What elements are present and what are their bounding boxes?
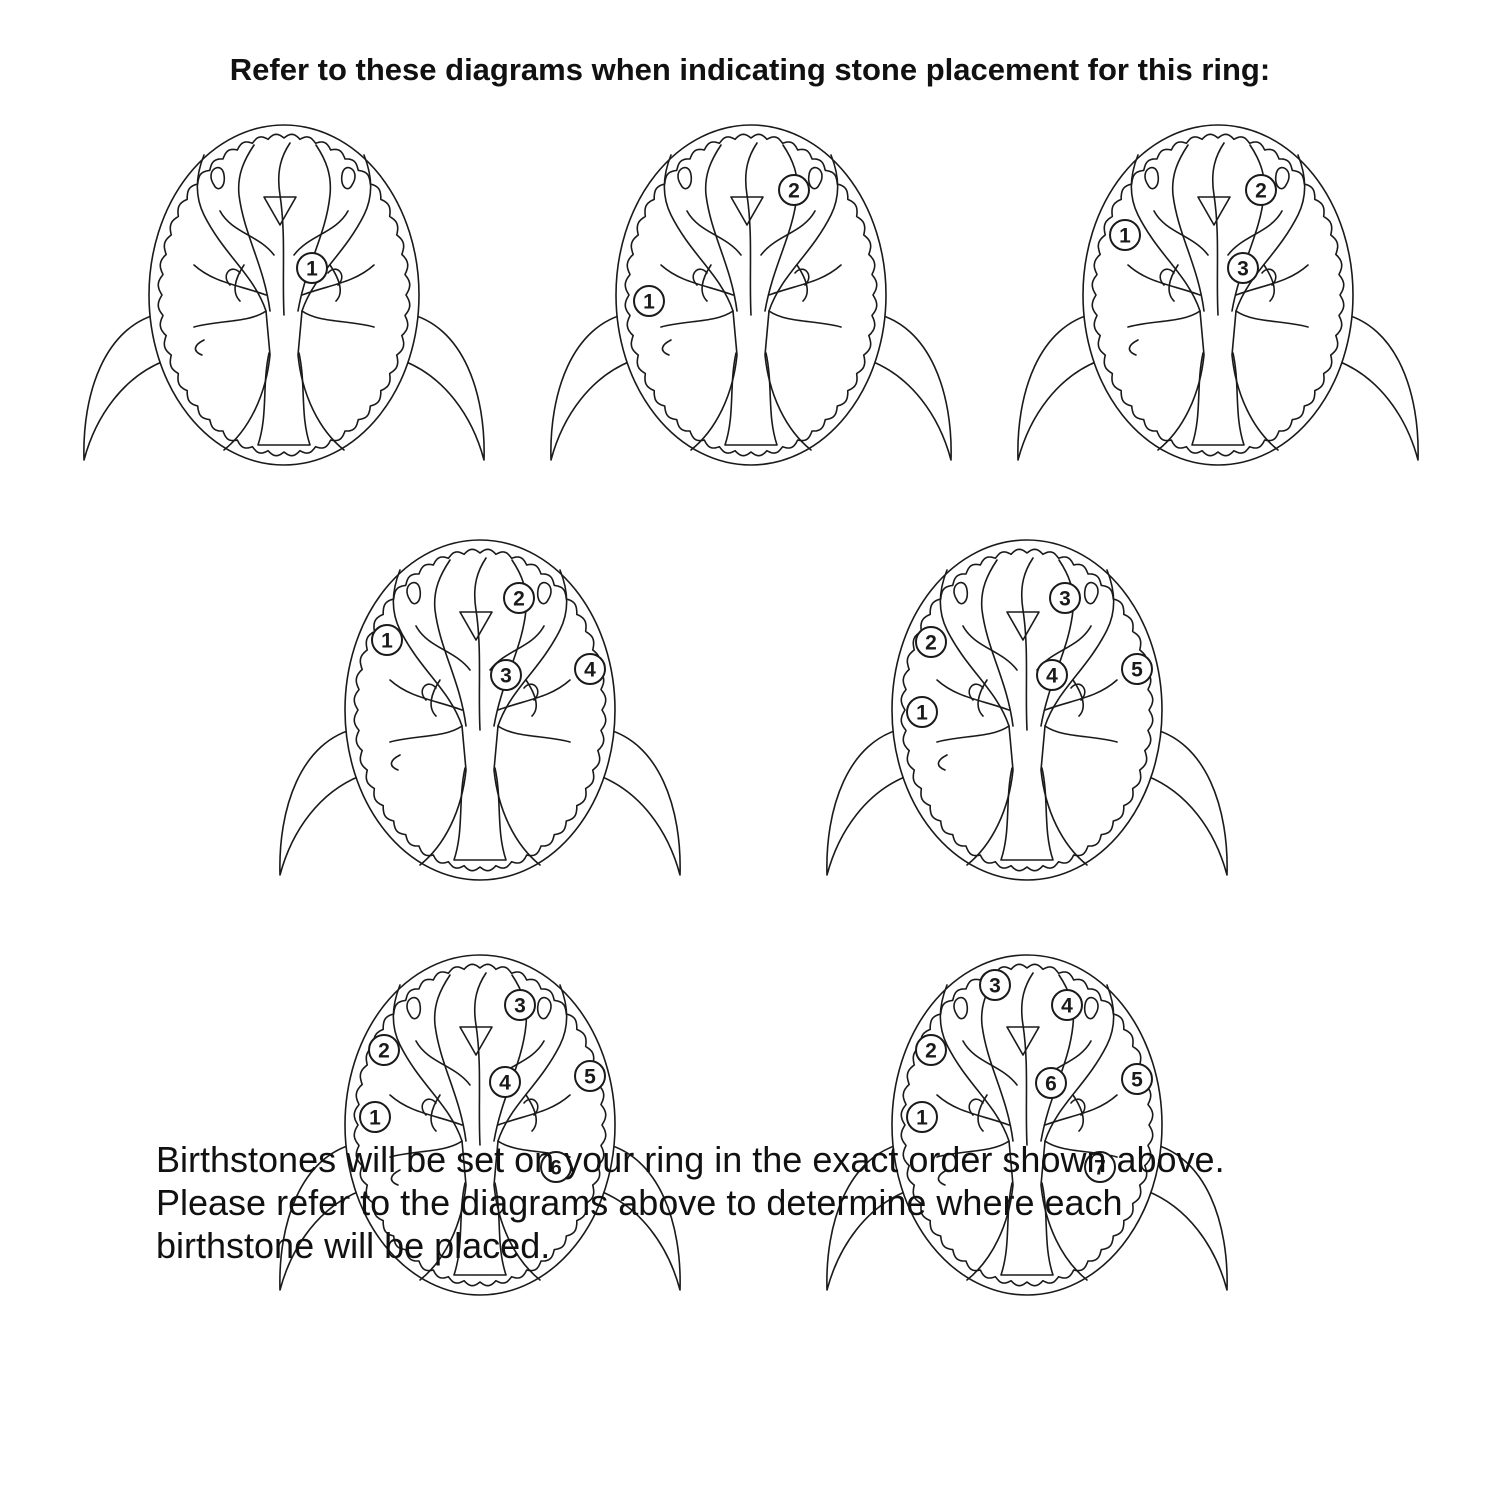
stone-marker-6: 6 [540, 1151, 572, 1183]
tree-of-life-ring-drawing: 12 [550, 124, 952, 466]
stone-number: 3 [514, 995, 526, 1018]
stone-number: 3 [989, 975, 1001, 998]
tree-of-life-ring-drawing: 1 2 3 4 5 [826, 539, 1228, 881]
stone-number: 1 [306, 258, 318, 281]
tree-of-life-ring-drawing: 1 2 3 4 [279, 539, 681, 881]
ring-diagram-4-stones: 1 2 3 4 [240, 530, 720, 890]
stone-number: 4 [1061, 995, 1073, 1018]
stone-number: 3 [500, 665, 512, 688]
stone-marker-4: 4 [1051, 989, 1083, 1021]
stone-marker-3: 3 [979, 969, 1011, 1001]
stone-marker-1: 1 [906, 696, 938, 728]
stone-number: 2 [925, 632, 937, 655]
stone-marker-1: 1 [633, 285, 665, 317]
stone-number: 2 [925, 1040, 937, 1063]
stone-marker-6: 6 [1035, 1067, 1067, 1099]
tree-of-life-ring-drawing: 1 2 3 4 5 6 [279, 954, 681, 1296]
tree-of-life-ring-drawing: 1 2 3 4 5 6 7 [826, 954, 1228, 1296]
stone-number: 6 [1045, 1073, 1057, 1096]
stone-marker-4: 4 [574, 653, 606, 685]
stone-marker-3: 3 [490, 659, 522, 691]
stone-number: 5 [1131, 659, 1143, 682]
stone-marker-3: 3 [504, 989, 536, 1021]
stone-number: 6 [550, 1157, 562, 1180]
stone-marker-3: 3 [1049, 582, 1081, 614]
stone-marker-1: 1 [1109, 219, 1141, 251]
stone-marker-1: 1 [296, 252, 328, 284]
stone-number: 4 [499, 1072, 511, 1095]
stone-number: 4 [1046, 665, 1058, 688]
stone-marker-7: 7 [1084, 1151, 1116, 1183]
stone-number: 2 [788, 180, 800, 203]
instructions-line-3: birthstone will be placed. [156, 1225, 551, 1266]
stone-number: 5 [584, 1066, 596, 1089]
stone-number: 1 [1119, 225, 1131, 248]
stone-marker-4: 4 [1036, 659, 1068, 691]
stone-marker-2: 2 [1245, 174, 1277, 206]
stone-marker-5: 5 [574, 1060, 606, 1092]
tree-of-life-ring-drawing: 1 [83, 124, 485, 466]
stone-number: 1 [369, 1107, 381, 1130]
stone-number: 2 [378, 1040, 390, 1063]
stone-number: 5 [1131, 1069, 1143, 1092]
stone-number: 3 [1059, 588, 1071, 611]
stone-marker-2: 2 [915, 1034, 947, 1066]
stone-number: 7 [1094, 1157, 1106, 1180]
stone-marker-5: 5 [1121, 1063, 1153, 1095]
stone-number: 1 [916, 702, 928, 725]
ring-diagram-6-stones: 1 2 3 4 5 6 [240, 945, 720, 1305]
stone-number: 1 [916, 1107, 928, 1130]
stone-marker-1: 1 [359, 1101, 391, 1133]
stone-marker-2: 2 [503, 582, 535, 614]
stone-marker-5: 5 [1121, 653, 1153, 685]
stone-number: 4 [584, 659, 596, 682]
stone-marker-2: 2 [915, 626, 947, 658]
ring-diagram-3-stones: 1 2 3 [978, 115, 1458, 475]
ring-diagram-5-stones: 1 2 3 4 5 [787, 530, 1267, 890]
tree-of-life-ring-drawing: 1 2 3 [1017, 124, 1419, 466]
stone-marker-2: 2 [368, 1034, 400, 1066]
page-title: Refer to these diagrams when indicating … [229, 52, 1271, 87]
stone-marker-1: 1 [371, 624, 403, 656]
stone-number: 1 [381, 630, 393, 653]
stone-number: 1 [643, 291, 655, 314]
ring-diagram-7-stones: 1 2 3 4 5 6 7 [787, 945, 1267, 1305]
stone-marker-3: 3 [1227, 252, 1259, 284]
stone-number: 2 [1255, 180, 1267, 203]
stone-marker-4: 4 [489, 1066, 521, 1098]
instructions-text: Birthstones will be set on your ring in … [156, 1138, 1456, 1267]
stone-number: 3 [1237, 258, 1249, 281]
instructions-line-1: Birthstones will be set on your ring in … [156, 1139, 1225, 1180]
stone-number: 2 [513, 588, 525, 611]
instructions-line-2: Please refer to the diagrams above to de… [156, 1182, 1123, 1223]
ring-diagram-1-stones: 1 [44, 115, 524, 475]
stone-marker-2: 2 [778, 174, 810, 206]
stone-marker-1: 1 [906, 1101, 938, 1133]
